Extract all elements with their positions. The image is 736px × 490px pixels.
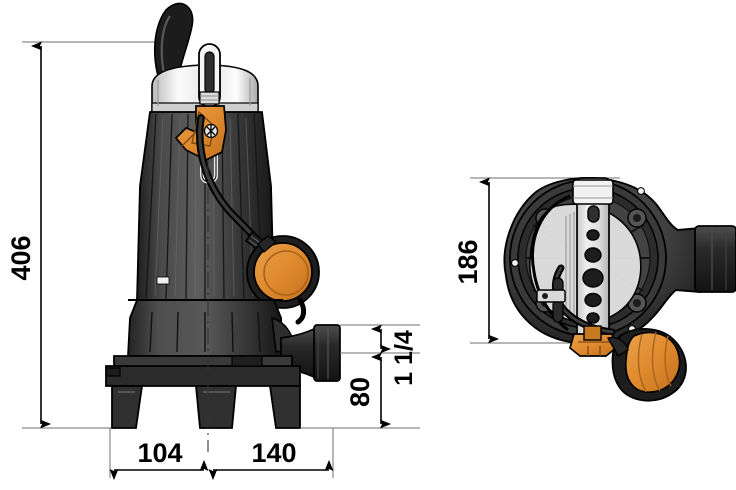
dimension-label-80: 80 <box>345 377 375 407</box>
float-switch-top <box>606 328 687 402</box>
discharge-outlet-top <box>694 225 736 293</box>
dimension-outlet-thread: 1 1/4 <box>340 324 420 386</box>
dimension-label-186: 186 <box>453 239 483 284</box>
float-switch <box>246 235 320 325</box>
pump-volute-body <box>127 299 297 357</box>
top-center-plate <box>565 177 614 354</box>
view-top-plan <box>503 177 736 402</box>
pump-base-feet <box>105 355 301 429</box>
view-front-elevation <box>105 2 341 452</box>
dimension-label-thread: 1 1/4 <box>390 330 418 386</box>
dimension-label-406: 406 <box>6 235 36 280</box>
dimension-label-104: 104 <box>137 438 182 468</box>
dimension-height-overall: 406 <box>6 41 178 429</box>
dimension-widths: 104 140 <box>109 428 334 481</box>
dimension-label-140: 140 <box>251 438 296 468</box>
dimension-outlet-height: 80 <box>300 352 420 429</box>
cable-clamp-bracket-top <box>569 325 617 357</box>
lifting-handle <box>198 43 221 108</box>
